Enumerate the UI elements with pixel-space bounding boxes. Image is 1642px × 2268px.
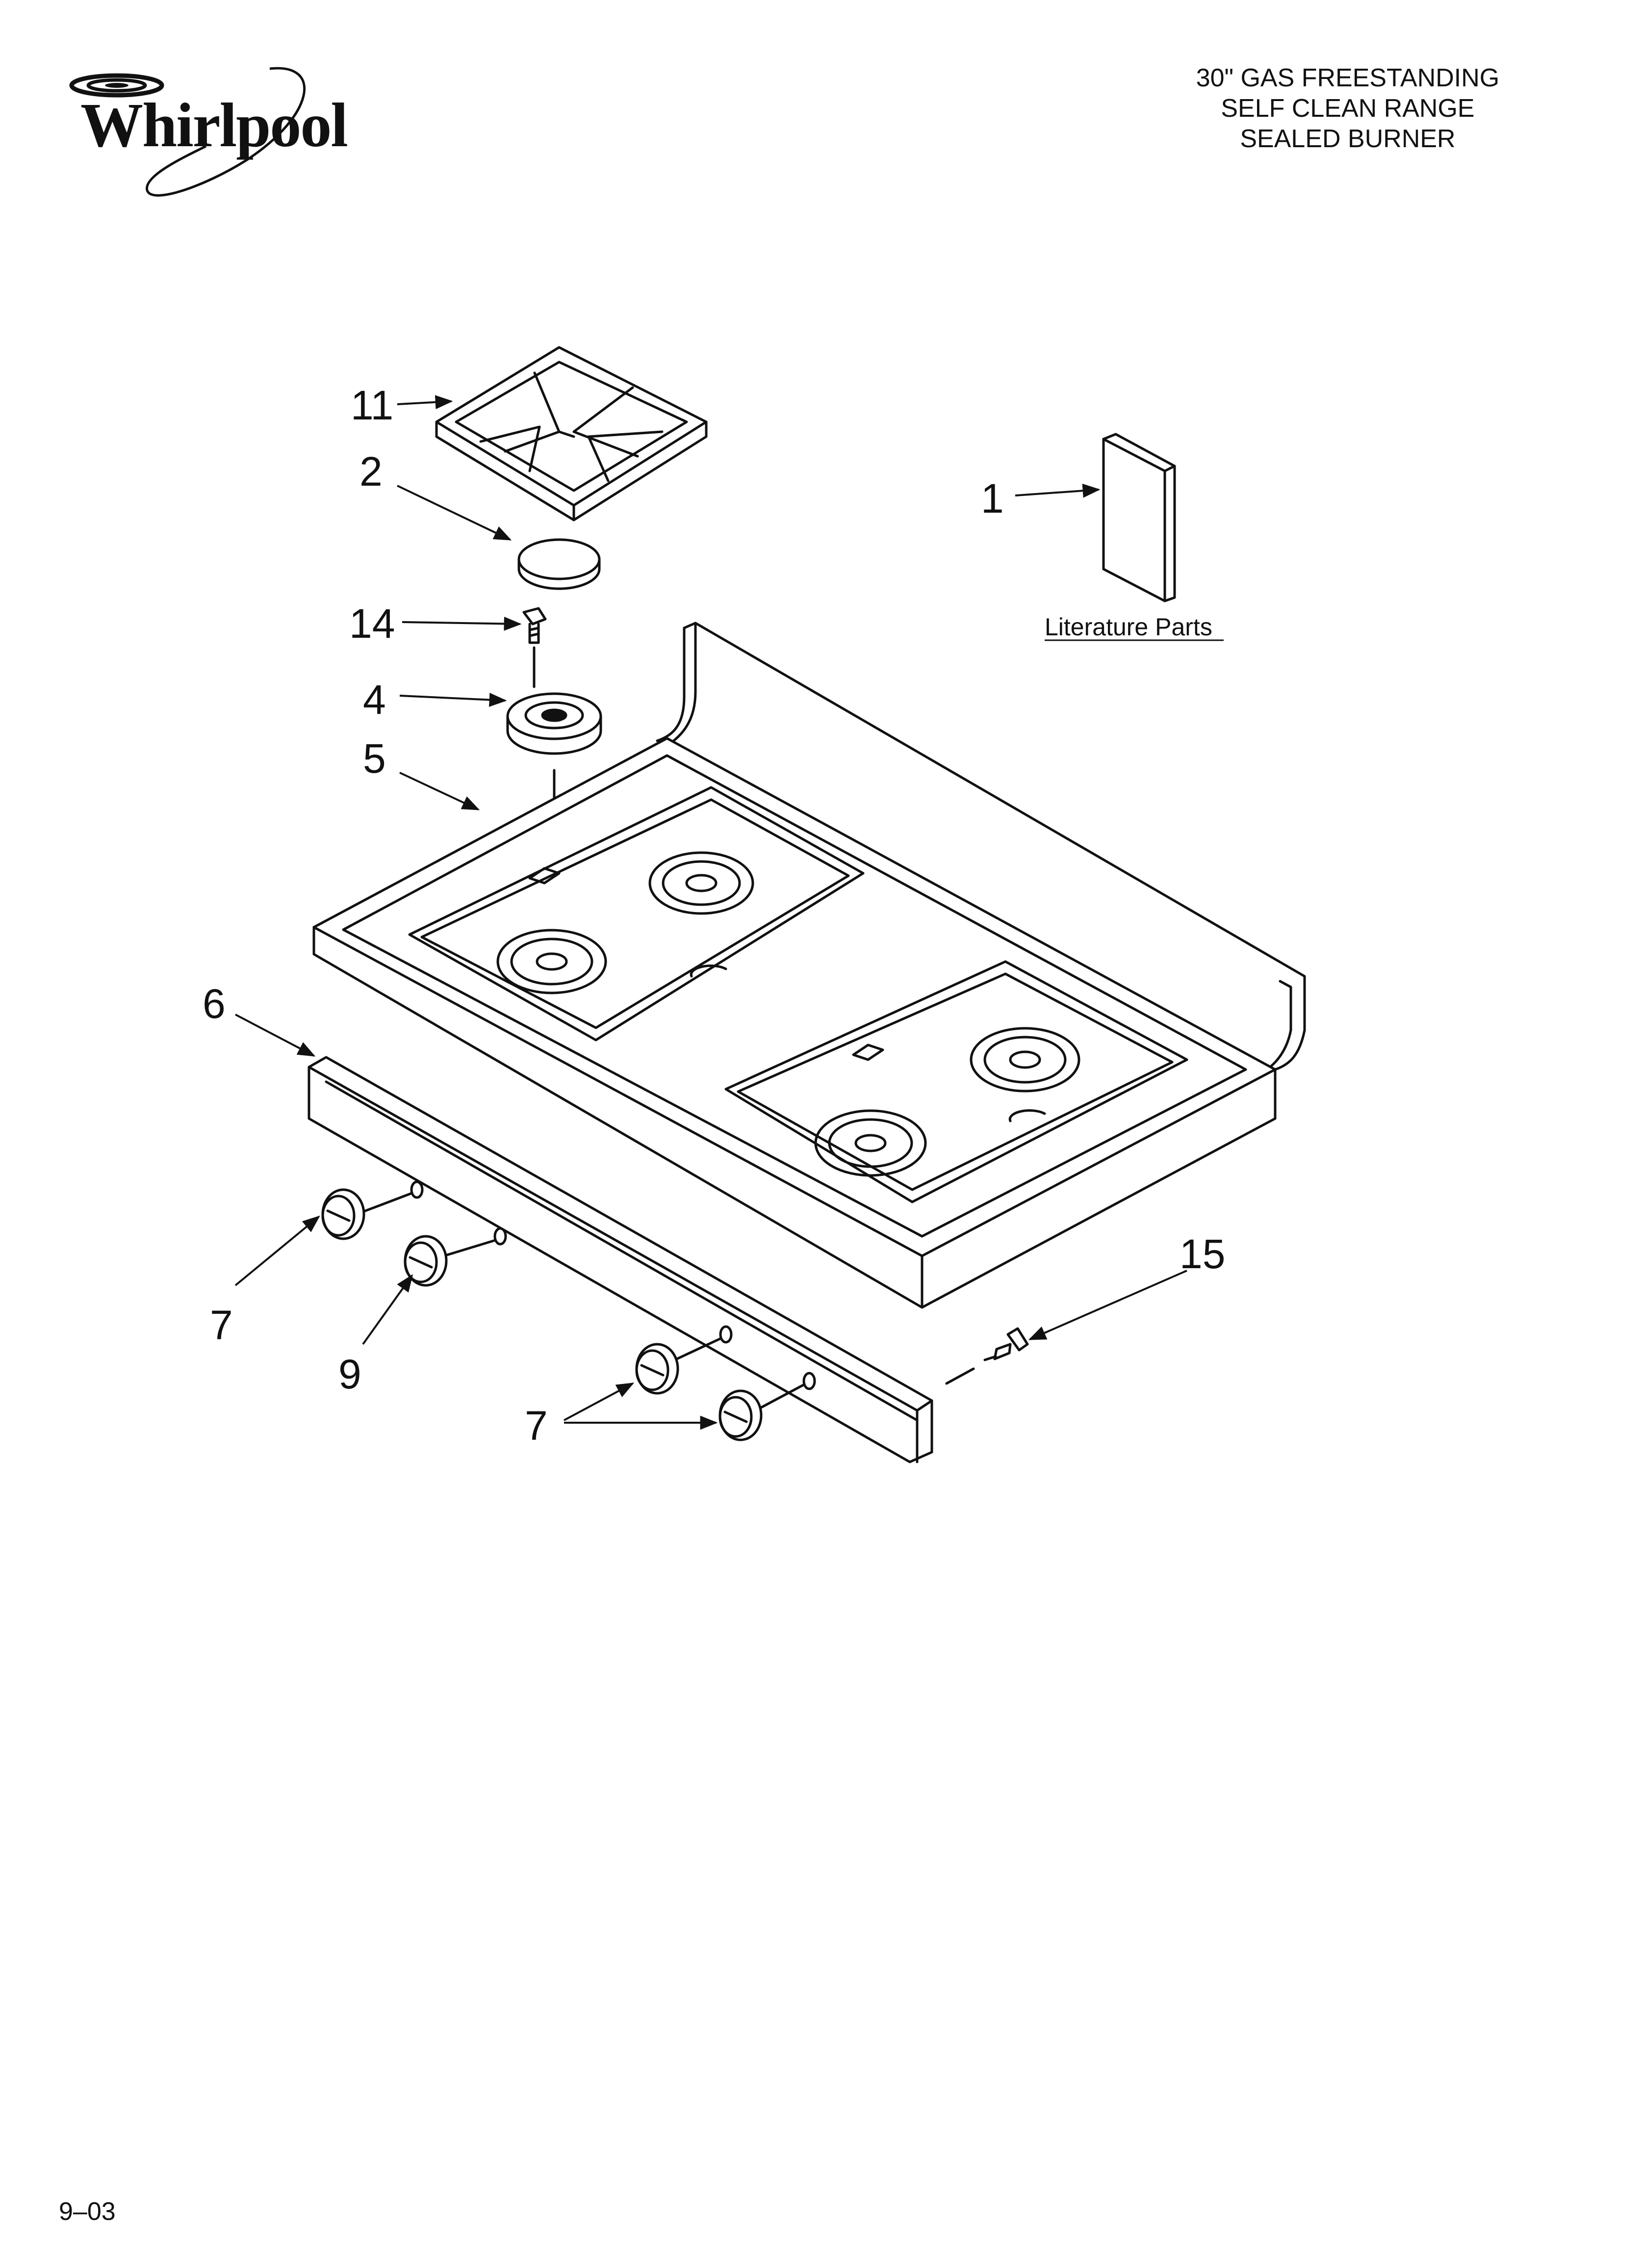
callout-15: 15 bbox=[1180, 1231, 1225, 1277]
callout-7-left: 7 bbox=[210, 1302, 233, 1348]
control-panel bbox=[308, 1056, 933, 1463]
burner-cap bbox=[517, 538, 601, 590]
knob-9 bbox=[404, 1235, 448, 1287]
title-line-1: 30" GAS FREESTANDING bbox=[1196, 64, 1500, 92]
knob-7-left bbox=[321, 1188, 365, 1240]
title-line-2: SELF CLEAN RANGE bbox=[1221, 94, 1475, 123]
callout-9: 9 bbox=[338, 1351, 361, 1397]
literature-parts-label: Literature Parts bbox=[1045, 613, 1212, 641]
knob-7-right-lower bbox=[718, 1389, 763, 1441]
callout-1: 1 bbox=[981, 475, 1004, 521]
leader-lines bbox=[234, 395, 1187, 1430]
brand-wordmark: Whirlpool bbox=[80, 90, 348, 160]
title-line-3: SEALED BURNER bbox=[1240, 125, 1456, 153]
callout-4: 4 bbox=[363, 677, 386, 723]
burner-grate bbox=[435, 346, 708, 521]
callout-5: 5 bbox=[363, 735, 386, 782]
callout-14: 14 bbox=[349, 600, 395, 647]
brand-logo: Whirlpool bbox=[59, 58, 348, 205]
date-code: 9–03 bbox=[59, 2197, 116, 2226]
callout-6: 6 bbox=[203, 981, 226, 1027]
screw-14 bbox=[522, 607, 547, 688]
callout-11: 11 bbox=[351, 382, 393, 428]
callout-7-right: 7 bbox=[525, 1403, 548, 1449]
screw-15 bbox=[945, 1327, 1029, 1385]
callout-2: 2 bbox=[359, 448, 383, 495]
document-title: 30" GAS FREESTANDING SELF CLEAN RANGE SE… bbox=[1127, 63, 1568, 154]
swirl-logo-icon bbox=[69, 67, 306, 197]
knob-7-right-upper bbox=[635, 1343, 679, 1395]
literature-booklet bbox=[1102, 433, 1176, 602]
cooktop bbox=[312, 622, 1306, 1309]
